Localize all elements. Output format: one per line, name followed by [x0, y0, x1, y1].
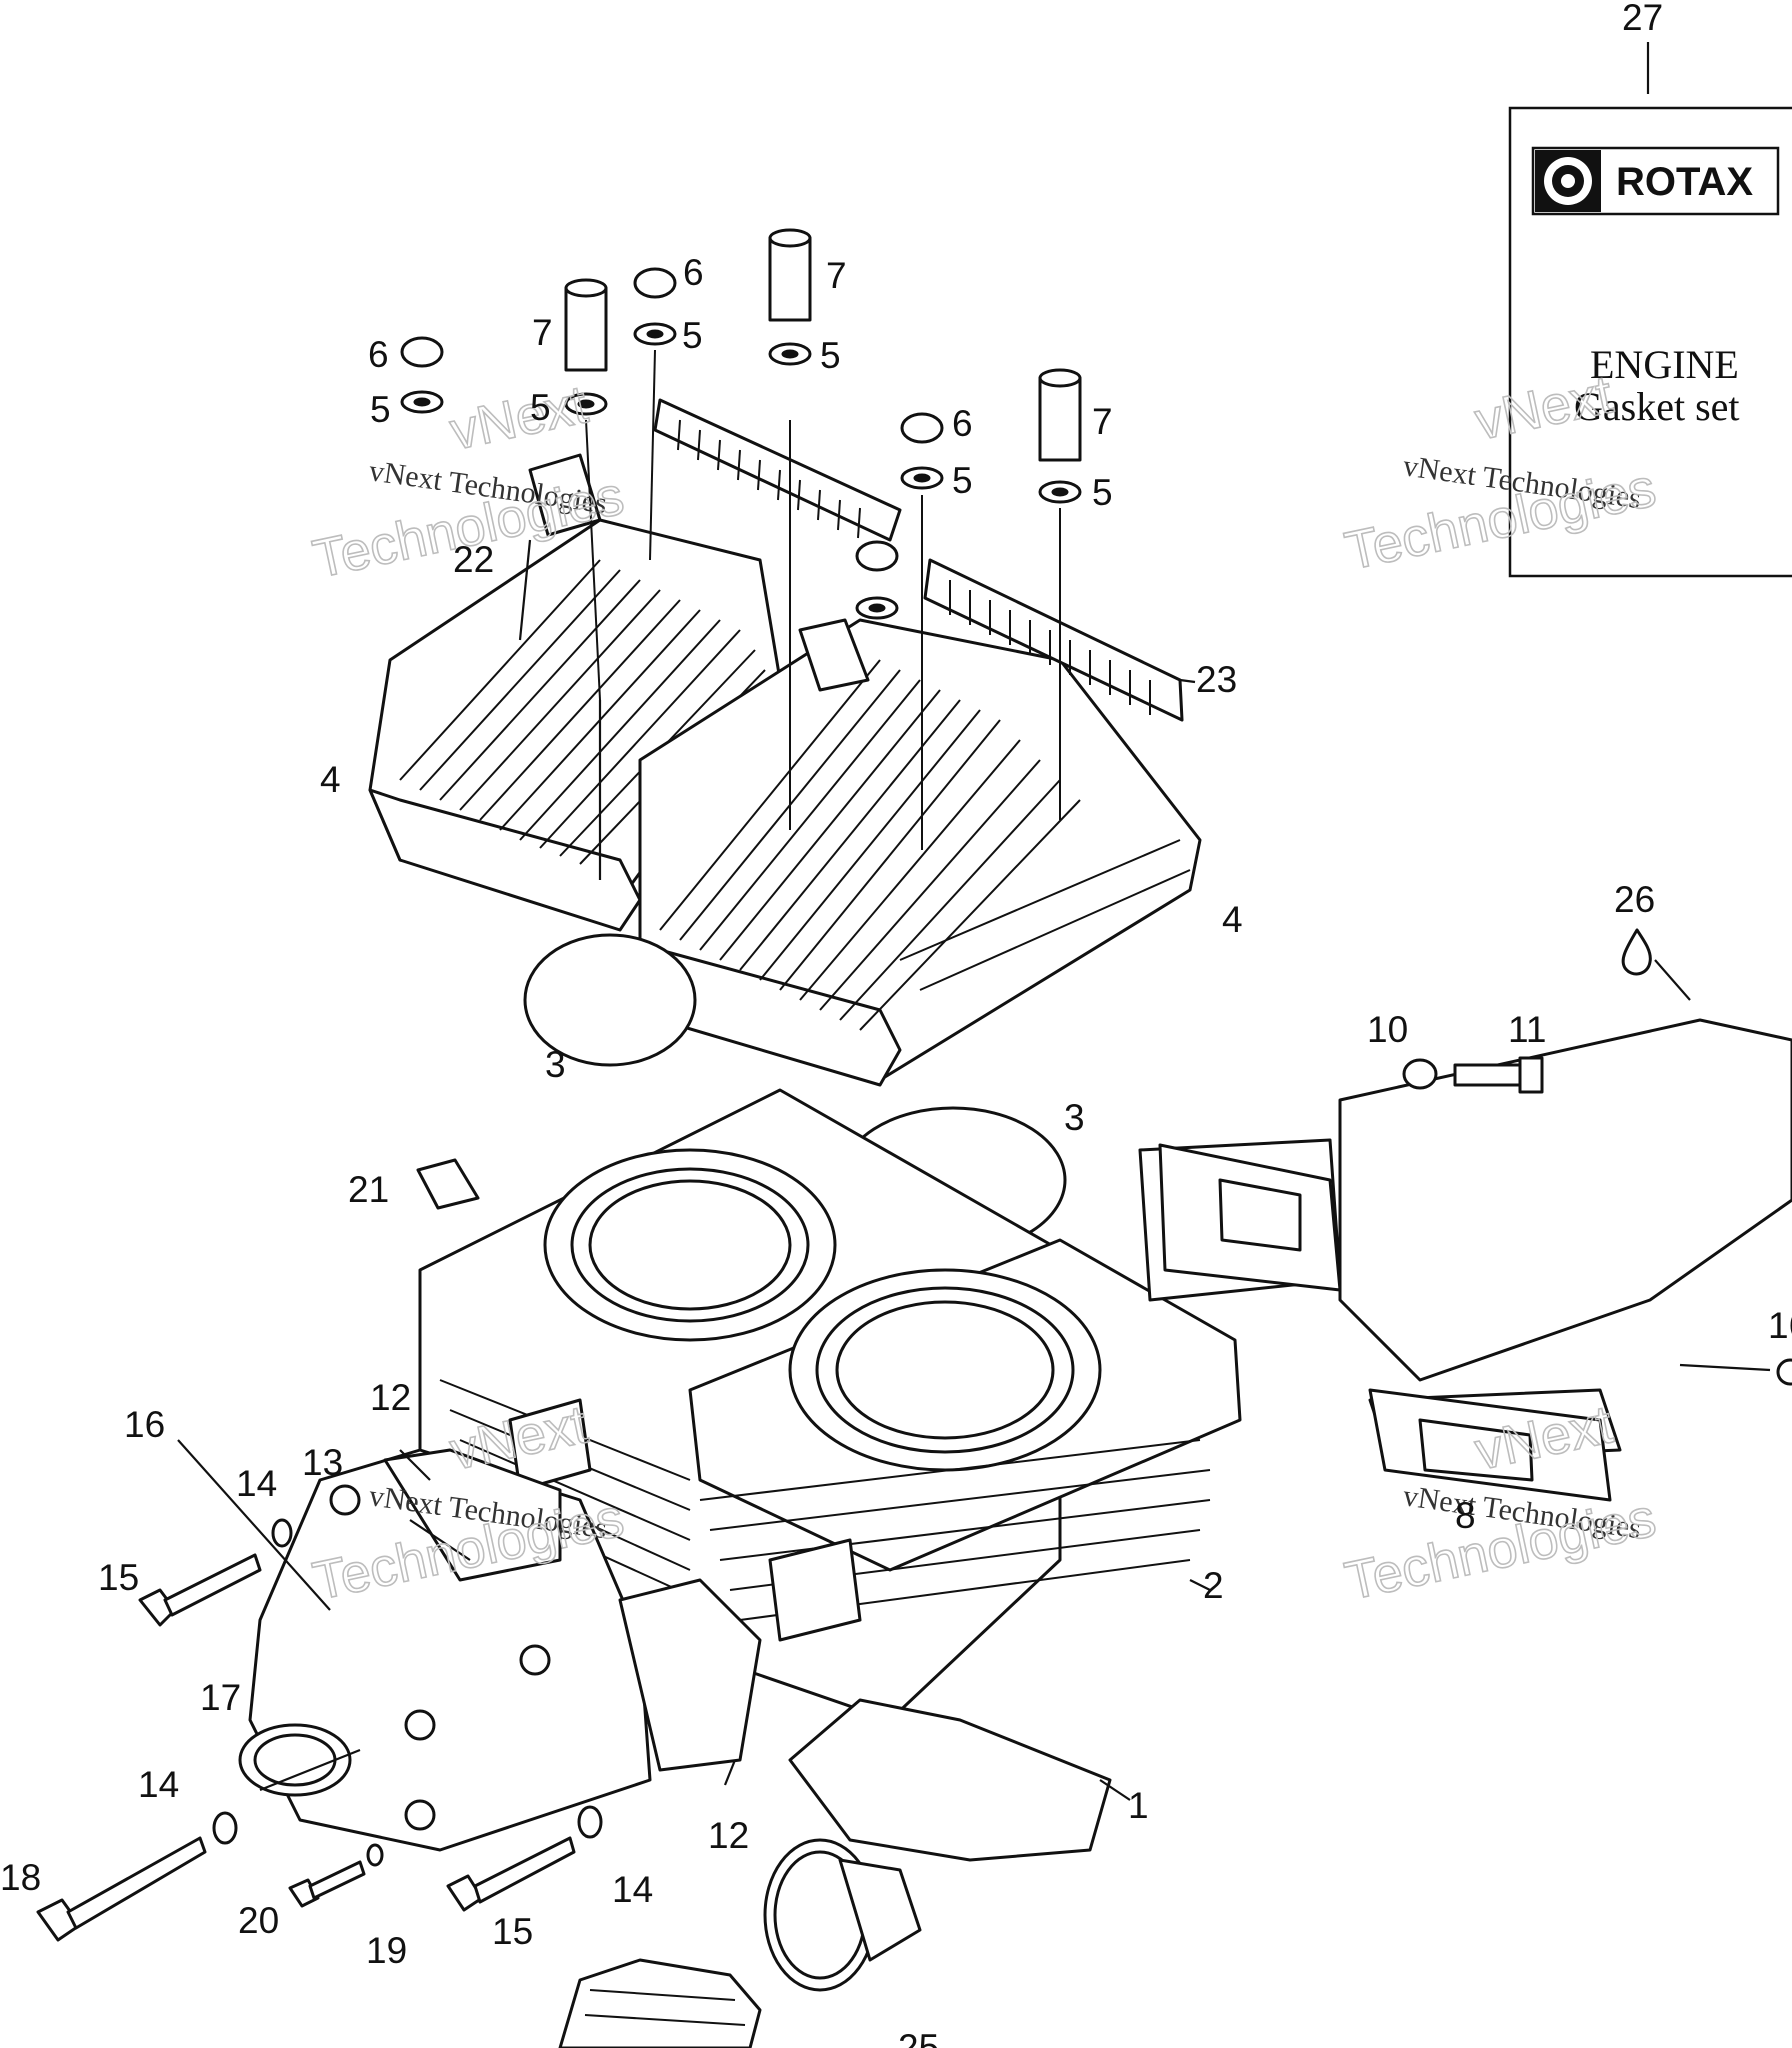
callout-6: 6 — [368, 334, 389, 375]
bolt-15-bottom — [446, 1836, 576, 1912]
o-ring-3-left — [523, 933, 697, 1067]
bore-right — [788, 1268, 1102, 1472]
callout-16: 16 — [1768, 1305, 1792, 1346]
bolt-15-top — [138, 1553, 262, 1627]
callout-22: 22 — [453, 539, 494, 580]
callout-6: 6 — [683, 252, 704, 293]
callout-5: 5 — [952, 460, 973, 501]
lock-washer-10 — [1402, 1058, 1438, 1090]
hose-clamp — [763, 1838, 922, 1992]
exhaust-manifold — [1138, 1018, 1792, 1502]
bombardier-logo — [1535, 150, 1601, 212]
rubber-block-center — [798, 618, 870, 692]
washer-14-right — [577, 1805, 603, 1839]
callout-23: 23 — [1196, 659, 1237, 700]
nut-6-d — [855, 540, 899, 572]
callout-16: 16 — [124, 1404, 165, 1445]
callout-10: 10 — [1367, 1009, 1408, 1050]
callout-1: 1 — [1128, 1785, 1149, 1826]
bolt-20 — [288, 1860, 366, 1908]
callout-6: 6 — [952, 403, 973, 444]
stud-lines — [585, 349, 1061, 850]
svg-text:vNext: vNext — [445, 374, 593, 461]
callout-5: 5 — [370, 389, 391, 430]
callout-14: 14 — [138, 1764, 179, 1805]
callout-14: 14 — [236, 1463, 277, 1504]
nut-6-b — [633, 267, 677, 299]
cylinder-block — [418, 1088, 1242, 1722]
callout-12: 12 — [708, 1815, 749, 1856]
gasket-set-card: ROTAX ENGINE Gasket set — [1508, 42, 1792, 578]
callout-25: 25 — [898, 2027, 939, 2048]
callout-11: 11 — [1508, 1009, 1546, 1050]
callout-7: 7 — [1092, 401, 1113, 442]
callout-17: 17 — [200, 1677, 241, 1718]
callout-18: 18 — [0, 1857, 41, 1898]
callout-4: 4 — [1222, 899, 1243, 940]
nut-6-c — [900, 412, 944, 444]
callout-15: 15 — [492, 1911, 533, 1952]
nut-6-a — [400, 336, 444, 368]
leader-lines — [177, 539, 1211, 1801]
washers-5 — [400, 322, 1082, 620]
card-line-gasket-set: Gasket set — [1574, 384, 1740, 429]
sealant-drop-26 — [1621, 928, 1652, 976]
callout-2: 2 — [1203, 1565, 1224, 1606]
callout-5: 5 — [530, 387, 551, 428]
base-gasket-1 — [788, 1698, 1112, 1862]
callout-5: 5 — [682, 315, 703, 356]
card-brand: ROTAX — [1616, 160, 1753, 204]
rubber-sleeve — [558, 1958, 762, 2048]
washer-16-edge — [1776, 1358, 1792, 1386]
callout-27: 27 — [1622, 0, 1663, 38]
callout-3: 3 — [545, 1044, 566, 1085]
callout-5: 5 — [820, 335, 841, 376]
callout-15: 15 — [98, 1557, 139, 1598]
callout-7: 7 — [532, 312, 553, 353]
callout-19: 19 — [366, 1930, 407, 1971]
callout-21: 21 — [348, 1169, 389, 1210]
callout-8: 8 — [1455, 1495, 1476, 1536]
callout-14: 14 — [612, 1869, 653, 1910]
washer-19 — [366, 1843, 384, 1867]
callout-5: 5 — [1092, 472, 1113, 513]
callout-20: 20 — [238, 1900, 279, 1941]
deflector-strip-rear — [653, 398, 902, 542]
spacer-7-a — [564, 278, 608, 372]
screw-11 — [1453, 1056, 1544, 1094]
bolt-18 — [36, 1836, 207, 1942]
callout-13: 13 — [302, 1442, 343, 1483]
callout-3: 3 — [1064, 1097, 1085, 1138]
spacer-7-c — [1038, 368, 1082, 462]
callout-12: 12 — [370, 1377, 411, 1418]
deflector-strip-front — [923, 558, 1184, 722]
card-line-engine: ENGINE — [1590, 342, 1739, 387]
bore-left — [543, 1148, 837, 1342]
rubber-block-21 — [416, 1158, 480, 1210]
callout-7: 7 — [826, 255, 847, 296]
spacer-7-b — [768, 228, 812, 322]
callout-26: 26 — [1614, 879, 1655, 920]
intake-gasket-12-bottom — [618, 1578, 762, 1772]
washer-14-top — [271, 1518, 293, 1548]
exhaust-gasket-plates — [1158, 1143, 1612, 1502]
rubber-block-22 — [528, 453, 602, 537]
intake-gasket-12-top — [383, 1448, 562, 1582]
callout-4: 4 — [320, 759, 341, 800]
washer-14-left — [212, 1811, 238, 1845]
